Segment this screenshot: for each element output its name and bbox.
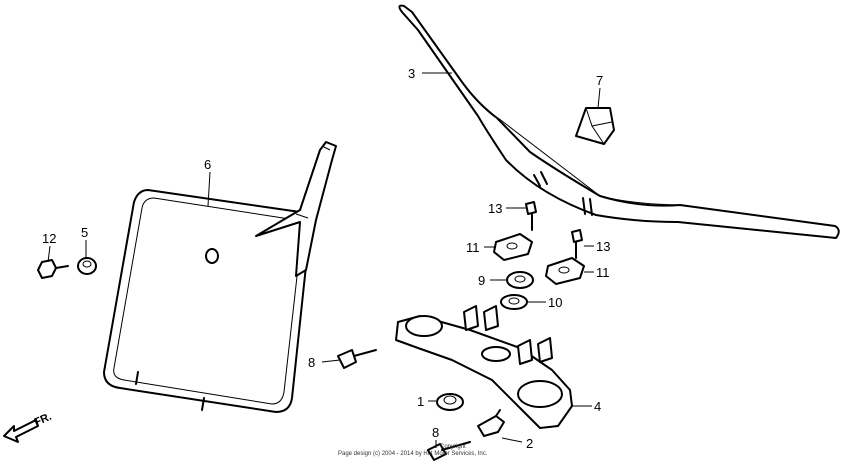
number-plate	[103, 141, 337, 413]
bolt-13-left	[525, 201, 537, 231]
callout-11-right: 11	[596, 265, 610, 280]
washer-10	[500, 294, 528, 310]
copyright-line-2: Page design (c) 2004 - 2014 by Hot Motor…	[338, 451, 488, 457]
callout-10: 10	[548, 295, 562, 310]
callout-9: 9	[478, 273, 485, 288]
copyright-line-1: Copyright	[440, 444, 466, 450]
collar-5	[77, 257, 97, 275]
callout-13-left: 13	[488, 201, 502, 216]
callout-3: 3	[408, 66, 415, 81]
callout-8-bottom: 8	[432, 425, 439, 440]
leader-lines	[47, 72, 601, 448]
bolt-12	[37, 259, 69, 279]
washer-9	[506, 271, 534, 289]
clamp-2	[477, 409, 505, 437]
bolt-13-right	[571, 229, 583, 259]
upper-holder-11-left	[493, 233, 533, 261]
callout-2: 2	[526, 436, 533, 451]
callout-4: 4	[594, 399, 601, 414]
nut-1	[436, 393, 464, 411]
callout-6: 6	[204, 157, 211, 172]
bolt-8-left	[337, 349, 377, 369]
callout-12: 12	[42, 231, 56, 246]
handlebar-pad	[575, 107, 615, 145]
callout-11-left: 11	[466, 240, 480, 255]
forward-arrow-icon	[3, 419, 39, 443]
direction-label: FR.	[32, 411, 53, 429]
handlebar	[398, 4, 840, 239]
callout-8-left: 8	[308, 355, 315, 370]
callout-1: 1	[417, 394, 424, 409]
callout-5: 5	[81, 225, 88, 240]
top-bridge	[395, 305, 573, 429]
callout-13-right: 13	[596, 239, 610, 254]
callout-7: 7	[596, 73, 603, 88]
upper-holder-11-right	[545, 257, 585, 285]
